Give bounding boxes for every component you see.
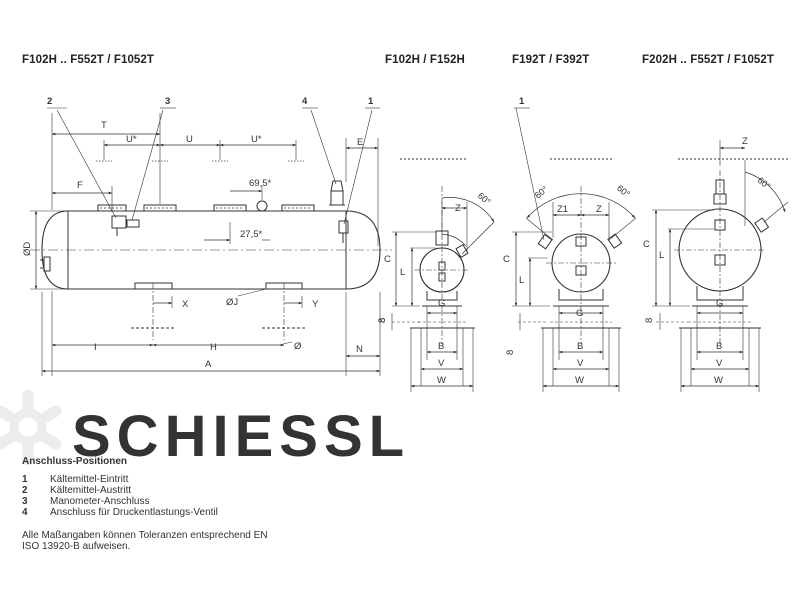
small-dim-Z: Z (455, 203, 461, 214)
legend-item: 3 Manometer-Anschluss (22, 496, 218, 507)
dim-X: X (182, 299, 189, 310)
legend-item-label: Anschluss für Druckentlastungs-Ventil (50, 507, 218, 518)
large-dim-8: 8 (644, 318, 655, 323)
dim-OD: ØD (22, 242, 33, 256)
snowflake-logo-icon (0, 389, 62, 466)
main-dim-8: 8 (377, 318, 388, 323)
large-dim-L: L (659, 250, 664, 261)
dim-69-5: 69,5* (249, 178, 271, 189)
vessel-foot-left (131, 282, 176, 329)
title-small-view: F102H / F152H (385, 54, 465, 66)
title-main-view: F102H .. F552T / F1052T (22, 54, 155, 66)
connection-legend: Anschluss-Positionen 1 Kältemittel-Eintr… (22, 456, 218, 518)
small-dim-W: W (437, 375, 446, 386)
legend-item-label: Manometer-Anschluss (50, 496, 150, 507)
mid-dim-L: L (519, 275, 524, 286)
brand-watermark-text: SCHIESSL (72, 404, 410, 469)
large-dim-V: V (716, 358, 723, 369)
mid-angle-60-left: 60° (533, 184, 550, 201)
dim-T: T (101, 120, 107, 131)
title-large-view: F202H .. F552T / F1052T (642, 54, 775, 66)
small-dim-L: L (400, 267, 405, 278)
title-mid-view: F192T / F392T (512, 54, 590, 66)
schiessl-watermark: SCHIESSL (0, 389, 410, 469)
large-dim-Z: Z (742, 136, 748, 147)
large-dim-W: W (714, 375, 723, 386)
legend-item-number: 2 (22, 485, 28, 496)
dim-27-5: 27,5* (240, 229, 262, 240)
top-pad-4 (281, 204, 315, 212)
dim-Y: Y (312, 299, 319, 310)
mid-dim-B: B (577, 341, 583, 352)
legend-item: 2 Kältemittel-Austritt (22, 485, 218, 496)
dim-I: I (94, 342, 97, 353)
dim-H: H (210, 342, 217, 353)
small-dim-8a: 8 (377, 318, 388, 323)
large-dim-C: C (643, 239, 650, 250)
dim-U-star-2: U* (251, 134, 262, 145)
mid-dim-8: 8 (505, 350, 516, 355)
mid-dim-G: G (576, 308, 583, 319)
callout-1-mid: 1 (519, 96, 525, 107)
legend-item: 1 Kältemittel-Eintritt (22, 474, 218, 485)
top-pad-3 (213, 204, 247, 212)
mid-dim-V: V (577, 358, 584, 369)
large-dim-G: G (716, 298, 723, 309)
callout-3-main: 3 (165, 96, 170, 107)
mid-dim-Z: Z (596, 204, 602, 215)
dim-F: F (77, 180, 83, 191)
tolerance-footnote: Alle Maßangaben können Toleranzen entspr… (22, 530, 268, 552)
legend-item-number: 3 (22, 496, 28, 507)
small-dim-C: C (384, 254, 391, 265)
legend-item: 4 Anschluss für Druckentlastungs-Ventil (22, 507, 218, 518)
callout-1-main: 1 (368, 96, 374, 107)
mid-dim-C: C (503, 254, 510, 265)
small-angle-60: 60° (476, 190, 493, 207)
dim-O: Ø (294, 341, 302, 352)
top-pad-2 (143, 204, 177, 212)
legend-item-number: 4 (22, 507, 28, 518)
mid-dim-Z1: Z1 (557, 204, 568, 215)
legend-item-label: Kältemittel-Austritt (50, 485, 132, 496)
dim-U-star-1: U* (126, 134, 137, 145)
small-dim-G: G (438, 298, 445, 309)
main-side-view (30, 107, 392, 376)
small-dim-B: B (438, 341, 444, 352)
dim-A: A (205, 359, 212, 370)
dim-E: E (357, 137, 363, 148)
large-dim-B: B (716, 341, 722, 352)
dim-N: N (356, 344, 363, 355)
small-dim-V: V (438, 358, 445, 369)
dim-OJ: ØJ (226, 297, 238, 308)
small-end-view (391, 158, 495, 392)
mid-end-view (512, 107, 637, 392)
legend-item-number: 1 (22, 474, 28, 485)
mid-dim-W: W (575, 375, 584, 386)
large-end-view (652, 140, 790, 392)
legend-heading: Anschluss-Positionen (22, 456, 128, 467)
callout-4-main: 4 (302, 96, 308, 107)
legend-item-label: Kältemittel-Eintritt (50, 474, 129, 485)
callout-2-main: 2 (47, 96, 52, 107)
mid-angle-60-right: 60° (615, 183, 632, 200)
dim-U: U (186, 134, 193, 145)
